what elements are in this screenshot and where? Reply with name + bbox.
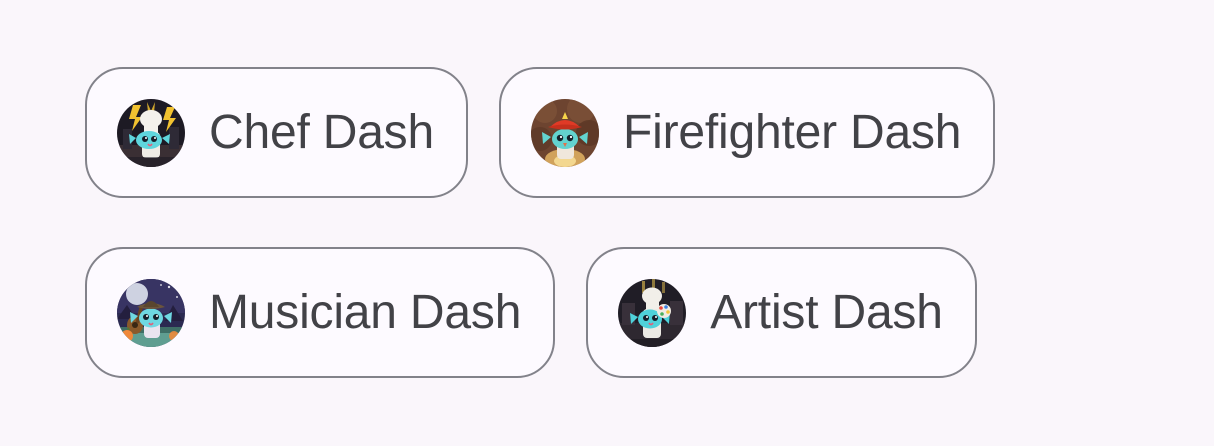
chip-label: Firefighter Dash <box>622 105 962 159</box>
musician-dash-avatar <box>117 278 185 347</box>
chip-artist-dash[interactable]: Artist Dash <box>586 247 977 378</box>
chip-musician-dash[interactable]: Musician Dash <box>85 247 556 378</box>
artist-dash-avatar <box>618 278 687 347</box>
chip-row: Chef Dash Firefighter Dash <box>85 67 996 198</box>
chip-label: Chef Dash <box>209 105 434 159</box>
firefighter-dash-avatar <box>530 98 599 167</box>
chip-row: Musician Dash Artist Dash <box>85 247 977 378</box>
chef-dash-avatar <box>117 98 185 167</box>
chip-label: Artist Dash <box>710 285 943 339</box>
chip-chef-dash[interactable]: Chef Dash <box>85 67 468 198</box>
chip-firefighter-dash[interactable]: Firefighter Dash <box>498 67 996 198</box>
chip-label: Musician Dash <box>209 285 522 339</box>
